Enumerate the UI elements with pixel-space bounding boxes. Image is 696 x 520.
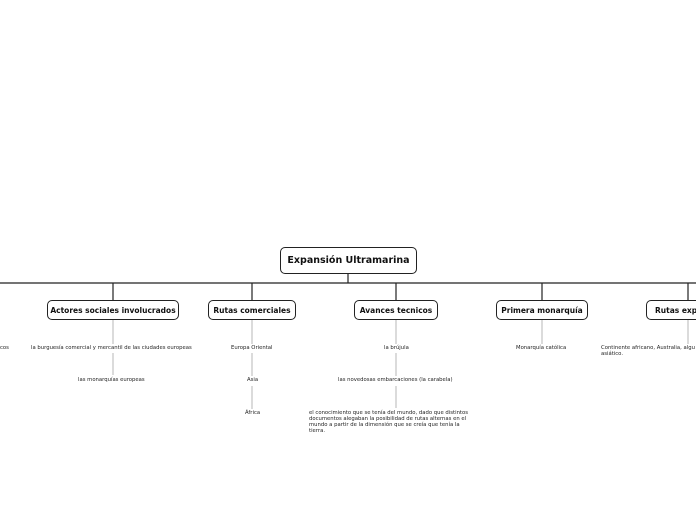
root-node[interactable]: Expansión Ultramarina	[280, 247, 417, 274]
leaf-monarquias-europeas[interactable]: las monarquías europeas	[78, 377, 145, 383]
branch-node-rutas-comerciales[interactable]: Rutas comerciales	[208, 300, 296, 320]
branch-node-primera-monarquia[interactable]: Primera monarquía	[496, 300, 588, 320]
leaf-continente-africano[interactable]: Continente africano, Australia, algu asi…	[601, 345, 695, 357]
leaf-burguesia[interactable]: la burguesía comercial y mercantil de la…	[31, 345, 192, 351]
leaf-monarquia-catolica[interactable]: Monarquía católica	[516, 345, 567, 351]
branch-node-rutas-exploracion[interactable]: Rutas expl	[646, 300, 696, 320]
branch-node-actores[interactable]: Actores sociales involucrados	[47, 300, 179, 320]
leaf-africa[interactable]: África	[245, 410, 261, 416]
leaf-conocimiento-mundo[interactable]: el conocimiento que se tenía del mundo, …	[309, 410, 469, 434]
branch-node-avances[interactable]: Avances tecnicos	[354, 300, 438, 320]
leaf-asia[interactable]: Asia	[247, 377, 259, 383]
leaf-embarcaciones[interactable]: las novedosas embarcaciones (la carabela…	[338, 377, 453, 383]
leaf-brujula[interactable]: la brújula	[384, 345, 409, 351]
clipped-leaf-text: cos	[0, 345, 9, 351]
leaf-europa-oriental[interactable]: Europa Oriental	[231, 345, 273, 351]
